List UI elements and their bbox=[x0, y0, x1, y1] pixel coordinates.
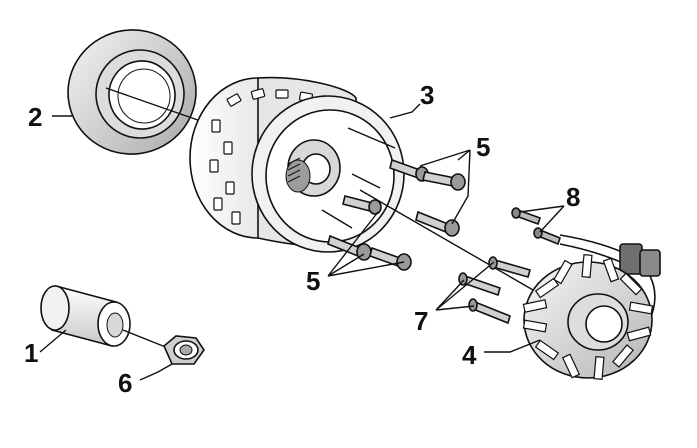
bolt-upper-2 bbox=[422, 171, 466, 191]
bolt-middle-2 bbox=[415, 210, 460, 237]
leader-1 bbox=[39, 329, 67, 353]
seal-axis-line bbox=[105, 87, 216, 127]
callout-6: 6 bbox=[118, 368, 132, 398]
callout-5-lower: 5 bbox=[306, 266, 320, 296]
stator-bolt-3 bbox=[468, 298, 511, 325]
leader-lines bbox=[39, 103, 565, 381]
leader-7 bbox=[435, 261, 495, 311]
bolt-middle-1 bbox=[342, 195, 382, 215]
leader-6 bbox=[139, 363, 173, 381]
leader-5-upper bbox=[419, 149, 471, 225]
callout-5-upper: 5 bbox=[476, 132, 490, 162]
callout-8: 8 bbox=[566, 182, 580, 212]
callout-3: 3 bbox=[420, 80, 434, 110]
callout-4: 4 bbox=[462, 340, 477, 370]
callout-2: 2 bbox=[28, 102, 42, 132]
stator-teeth bbox=[522, 254, 654, 380]
wire-connector bbox=[559, 234, 661, 347]
leader-5-lower bbox=[327, 211, 405, 277]
stator-bolts bbox=[458, 256, 531, 325]
oil-seal-ring bbox=[67, 29, 197, 155]
hex-nut bbox=[163, 335, 205, 365]
flywheel-rotor bbox=[189, 76, 405, 253]
callout-1: 1 bbox=[24, 338, 38, 368]
stator-coil bbox=[522, 254, 654, 380]
sleeve-collar bbox=[40, 284, 131, 348]
sleeve-axis-line bbox=[122, 329, 169, 349]
leader-4 bbox=[484, 339, 541, 353]
leader-8 bbox=[519, 205, 565, 233]
stator-bolt-1 bbox=[488, 256, 531, 278]
leader-3 bbox=[389, 103, 421, 119]
stator-bolt-2 bbox=[458, 272, 501, 297]
stator-wire-screws bbox=[511, 207, 561, 246]
callout-7: 7 bbox=[414, 306, 428, 336]
